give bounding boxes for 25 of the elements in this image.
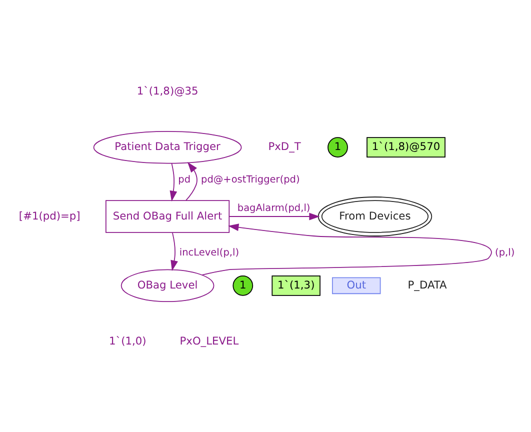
node-circle: 1 xyxy=(328,136,348,158)
arrow xyxy=(186,161,198,200)
node-label: P_DATA xyxy=(408,278,447,291)
arrow xyxy=(170,232,178,271)
edge-label: (p,l) xyxy=(495,246,515,258)
node-box: 1`(1,8)@570 xyxy=(366,136,446,158)
edge-label: pd@+ostTrigger(pd) xyxy=(201,174,300,186)
arrow xyxy=(202,223,492,275)
arrow xyxy=(228,212,320,220)
edge-label: incLevel(p,l) xyxy=(179,246,240,258)
arrow xyxy=(170,162,178,201)
node-circle: 1 xyxy=(232,274,254,296)
node-box: Send OBag Full Alert xyxy=(105,200,230,232)
edge-label: pd xyxy=(178,174,191,186)
node-label: Out xyxy=(346,278,366,291)
node-label: 1`(1,8)@35 xyxy=(136,84,198,97)
node-ellipse: OBag Level xyxy=(120,268,214,302)
node-label: PxO_LEVEL xyxy=(180,334,239,347)
node-ellipse: From Devices xyxy=(318,196,432,236)
node-label: PxD_T xyxy=(268,140,301,153)
node-label: 1`(1,0) xyxy=(109,334,146,347)
node-label: [#1(pd)=p] xyxy=(18,208,80,222)
edge-label: bagAlarm(pd,l) xyxy=(237,202,310,214)
node-ellipse: Patient Data Trigger xyxy=(93,130,242,164)
node-box: 1`(1,3) xyxy=(272,274,320,296)
